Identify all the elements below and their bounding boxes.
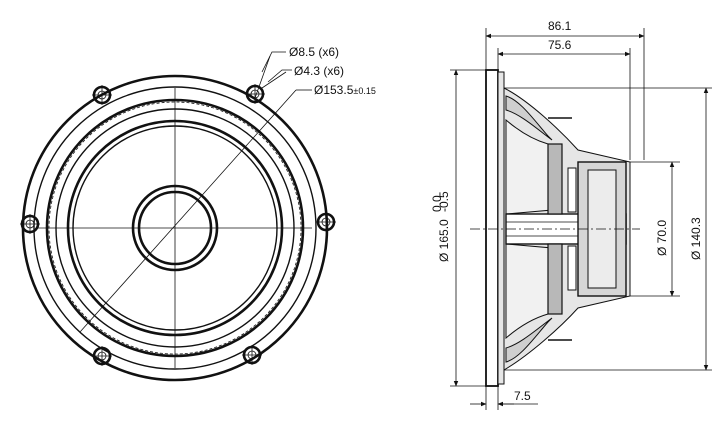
side-basket-rib-upper: [505, 95, 553, 141]
callout-small-hole: Ø4.3 (x6): [294, 64, 344, 78]
dim-cutout-diameter: Ø 140.3: [689, 217, 703, 260]
front-leader-small-hole: [261, 71, 287, 89]
callout-bolt-circle-tol: ±0.15: [353, 86, 375, 96]
side-magnet-lower: [547, 243, 563, 315]
mounting-hole: [92, 85, 112, 105]
mounting-hole: [316, 212, 336, 232]
callout-bolt-circle: Ø153.5±0.15: [314, 83, 376, 97]
dim-overall-depth: 86.1: [548, 19, 572, 33]
dim-outer-diameter: Ø 165.0: [437, 219, 451, 262]
dim-outer-diameter-tol-lower: -0.5: [437, 191, 451, 212]
side-basket-rib-lower: [505, 317, 553, 363]
dim-outer-diameter-main: Ø 165.0: [437, 219, 451, 262]
callout-large-hole: Ø8.5 (x6): [289, 45, 339, 59]
mounting-hole: [92, 346, 112, 366]
side-flange: [485, 69, 499, 387]
dim-flange-thickness: 7.5: [514, 389, 531, 403]
side-view: 86.1 75.6 7.5 Ø 165.0 0.0 -0.5 Ø 70.0 Ø …: [430, 19, 712, 410]
mounting-hole: [20, 214, 40, 234]
front-leader-bolt-circle: [79, 89, 297, 333]
dim-frame-depth: 75.6: [548, 38, 572, 52]
side-terminal-lower: [567, 245, 577, 291]
callout-leader-small-hole: [267, 69, 292, 83]
mounting-hole: [242, 345, 262, 365]
side-terminal-upper: [567, 167, 577, 213]
callout-leader-large-hole: [261, 51, 286, 73]
dim-magnet-diameter: Ø 70.0: [655, 220, 669, 256]
front-flange-inner-edge: [33, 86, 317, 370]
front-view: Ø8.5 (x6) Ø4.3 (x6) Ø153.5±0.15: [20, 45, 376, 382]
dim-outer-diameter-tol-upper: 0.0: [430, 195, 444, 212]
side-magnet-upper: [547, 143, 563, 215]
mounting-hole: [245, 84, 265, 104]
callout-bolt-circle-main: Ø153.5: [314, 83, 354, 97]
side-flange-lip: [497, 71, 505, 385]
